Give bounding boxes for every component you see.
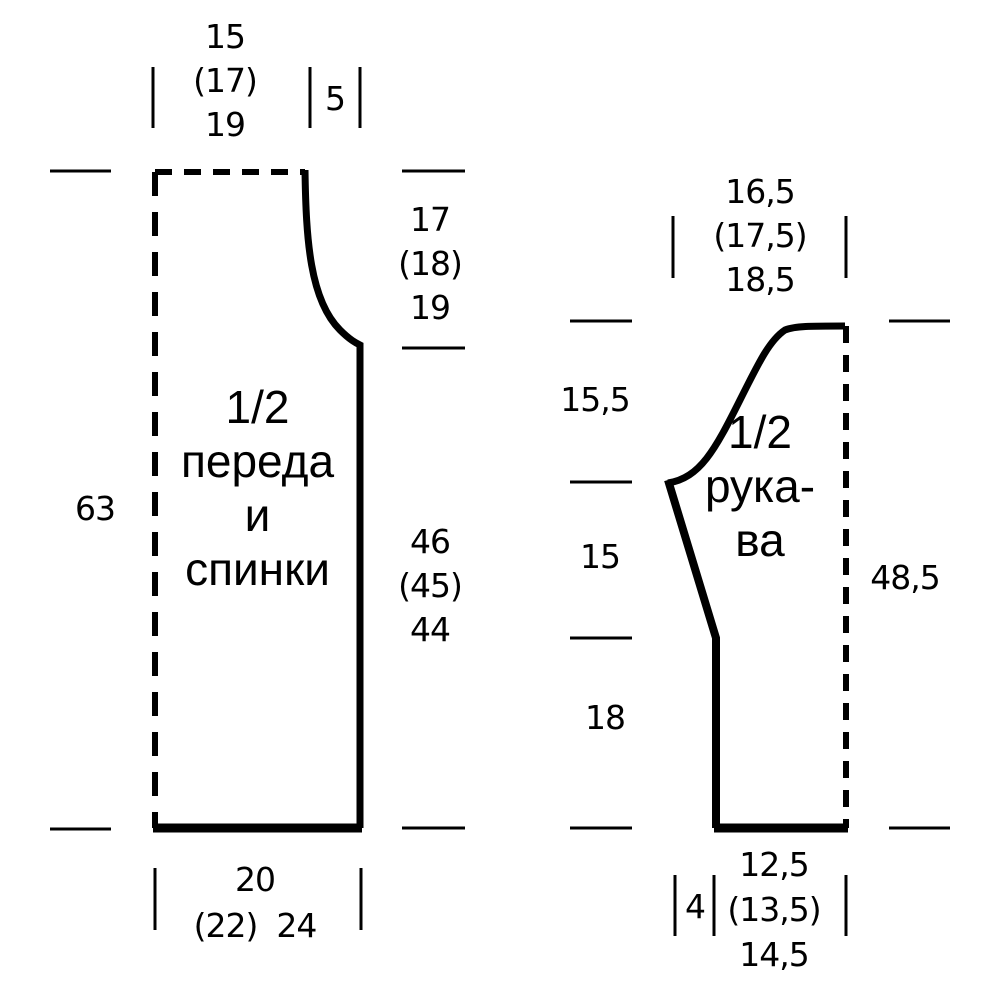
body-bottom-width-label: 20 (22) 24: [175, 857, 335, 949]
value-line: 17: [410, 200, 451, 239]
sleeve-top-width-label: 16,5 (17,5) 18,5: [695, 170, 825, 302]
sleeve-cuff-height-label: 18: [565, 696, 645, 740]
value-line: 19: [205, 105, 246, 144]
value-line: 12,5: [739, 845, 809, 884]
body-piece-title: 1/2 переда и спинки: [160, 380, 355, 596]
body-total-length-label: 63: [55, 487, 135, 531]
value-line: (17,5): [713, 216, 807, 255]
body-piece-outline: [152, 169, 364, 833]
body-top-width-label: 15 (17) 19: [175, 15, 275, 147]
sleeve-dimension-ticks: [570, 216, 950, 936]
value-line: 15: [580, 537, 621, 576]
title-line: рука-: [704, 460, 816, 512]
body-dimension-ticks: [50, 67, 465, 930]
value-line: 24: [276, 906, 317, 945]
value-line: 5: [325, 79, 346, 118]
value-line: (18): [398, 244, 463, 283]
title-line: и: [244, 489, 271, 541]
value-line: 63: [75, 489, 116, 528]
value-line: 46: [410, 522, 451, 561]
title-line: 1/2: [225, 381, 290, 433]
sleeve-bottom-width-label: 12,5 (13,5) 14,5: [712, 842, 836, 977]
value-line-pair: (22) 24: [175, 903, 335, 949]
sleeve-piece-title: 1/2 рука- ва: [700, 405, 820, 567]
title-line: спинки: [185, 543, 330, 595]
body-armhole-height-label: 17 (18) 19: [380, 198, 480, 330]
value-line: (22): [193, 906, 259, 945]
title-line: ва: [735, 514, 785, 566]
value-line: 14,5: [739, 935, 809, 974]
title-line: 1/2: [728, 406, 792, 458]
sleeve-total-length-label: 48,5: [855, 556, 955, 600]
value-line: 15: [205, 17, 246, 56]
value-line: 15,5: [560, 380, 630, 419]
value-line: 18: [585, 698, 626, 737]
value-line: 48,5: [870, 558, 940, 597]
sleeve-taper-height-label: 15: [560, 535, 640, 579]
sleeve-cap-height-label: 15,5: [550, 378, 640, 422]
sleeve-cuff-offset-label: 4: [678, 885, 712, 929]
body-shoulder-width-label: 5: [315, 77, 355, 121]
sleeve-piece-outline: [664, 322, 849, 833]
value-line: 4: [685, 887, 706, 926]
title-line: переда: [180, 435, 335, 487]
value-line: 19: [410, 288, 451, 327]
value-line: 20: [235, 860, 276, 899]
value-line: (17): [193, 61, 258, 100]
value-line: (13,5): [727, 890, 821, 929]
body-side-length-label: 46 (45) 44: [380, 520, 480, 652]
value-line: 44: [410, 610, 451, 649]
value-line: 16,5: [725, 172, 795, 211]
value-line: (45): [398, 566, 463, 605]
value-line: 18,5: [725, 260, 795, 299]
